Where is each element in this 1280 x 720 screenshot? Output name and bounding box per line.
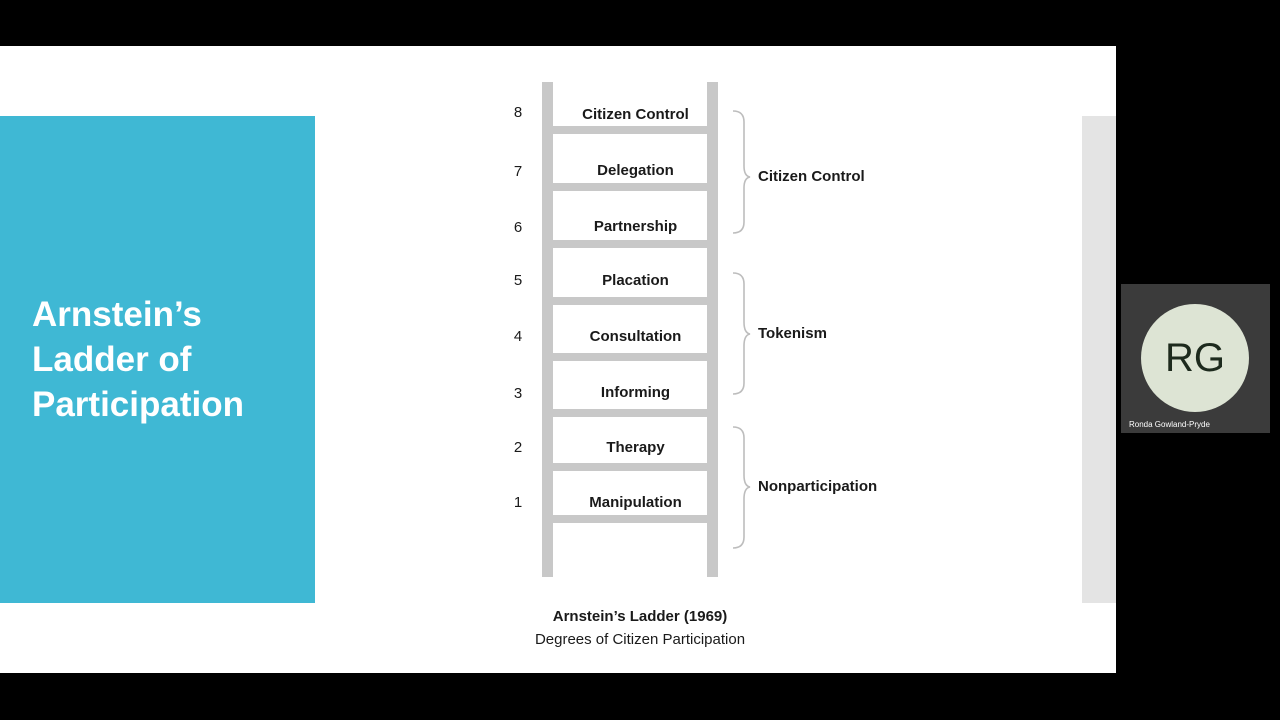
decorative-strip [1082, 116, 1116, 603]
brace-nonparticipation [732, 426, 751, 549]
caption-title: Arnstein’s Ladder (1969) [552, 608, 728, 625]
caption-subtitle: Degrees of Citizen Participation [534, 631, 746, 648]
rung-label: Manipulation [589, 494, 682, 511]
rung-label: Therapy [606, 439, 665, 456]
ladder-rung [542, 515, 718, 523]
ladder-left-rail [542, 82, 553, 577]
rung-number: 2 [513, 439, 523, 456]
group-label-nonparticipation: Nonparticipation [758, 478, 878, 495]
rung-label: Informing [600, 384, 671, 401]
group-label-citizen-control: Citizen Control [758, 168, 865, 185]
ladder-rung [542, 126, 718, 134]
group-braces [732, 110, 751, 549]
brace-citizen-control [732, 110, 751, 234]
participant-name: Ronda Gowland-Pryde [1129, 420, 1210, 429]
rung-label: Delegation [597, 162, 674, 179]
rung-number: 6 [513, 219, 523, 236]
brace-tokenism [732, 272, 751, 395]
ladder-rung [542, 240, 718, 248]
presentation-slide: Arnstein’s Ladder of Participation [0, 46, 1116, 673]
ladder-rung [542, 409, 718, 417]
avatar: RG [1141, 304, 1249, 412]
slide-title: Arnstein’s Ladder of Participation [32, 295, 244, 424]
rung-label: Partnership [593, 218, 678, 235]
diagram-caption: Arnstein’s Ladder (1969) Degrees of Citi… [500, 606, 780, 652]
ladder-right-rail [707, 82, 718, 577]
ladder-rung [542, 297, 718, 305]
rung-label: Consultation [589, 328, 682, 345]
rung-number: 5 [513, 272, 523, 289]
group-label-tokenism: Tokenism [758, 325, 827, 342]
ladder-rung [542, 463, 718, 471]
rung-number: 1 [513, 494, 523, 511]
rung-label: Citizen Control [582, 106, 689, 123]
rung-number: 4 [513, 328, 523, 345]
rung-number: 3 [513, 385, 523, 402]
ladder-rung [542, 183, 718, 191]
ladder-diagram: 8 Citizen Control 7 Delegation 6 Partner… [500, 70, 940, 590]
rung-number: 8 [513, 104, 523, 121]
participant-video-tile[interactable]: RG Ronda Gowland-Pryde [1121, 284, 1270, 433]
title-panel: Arnstein’s Ladder of Participation [0, 116, 315, 603]
rung-label: Placation [602, 272, 669, 289]
ladder-rung [542, 353, 718, 361]
rung-number: 7 [513, 163, 523, 180]
